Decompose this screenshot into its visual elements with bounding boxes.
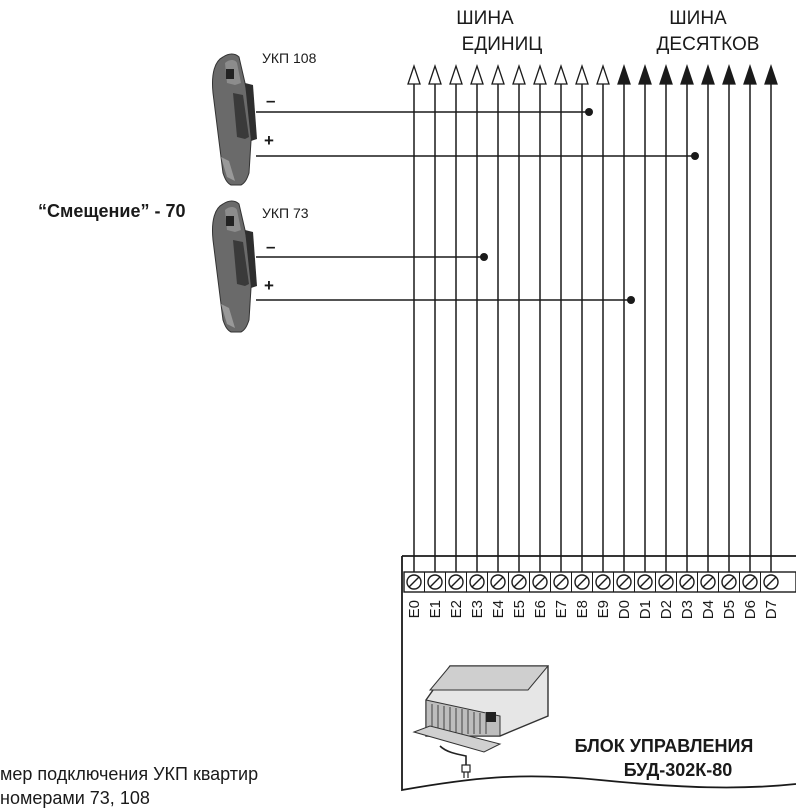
control-unit-title-line2: БУД-302К-80 xyxy=(624,760,733,780)
junction-e3 xyxy=(480,253,488,261)
terminal-label-e4: E4 xyxy=(490,600,507,618)
handset-108-plus-sign: + xyxy=(264,131,274,150)
bus-arrow-d2 xyxy=(659,63,673,85)
terminal-label-d3: D3 xyxy=(679,600,696,619)
terminal-label-d7: D7 xyxy=(763,600,780,619)
terminal-label-d1: D1 xyxy=(637,600,654,619)
terminal-slot-e9 xyxy=(597,576,609,588)
terminal-label-d4: D4 xyxy=(700,600,717,619)
terminal-label-e3: E3 xyxy=(469,600,486,618)
bus-arrow-d7 xyxy=(764,63,778,85)
bus-arrow-d0 xyxy=(617,63,631,85)
junction-e8 xyxy=(585,108,593,116)
terminal-label-d6: D6 xyxy=(742,600,759,619)
handset-73-label: УКП 73 xyxy=(262,205,309,221)
bus-arrow-e0 xyxy=(407,63,421,85)
handset-73-minus-sign: – xyxy=(266,237,275,256)
control-unit-outline xyxy=(401,555,796,792)
terminal-slot-e3 xyxy=(471,576,483,588)
terminal-slot-d5 xyxy=(723,576,735,588)
terminal-slot-d3 xyxy=(681,576,693,588)
bus-arrow-e5 xyxy=(512,63,526,85)
caption-line1: мер подключения УКП квартир xyxy=(0,764,258,784)
bus-arrow-e9 xyxy=(596,63,610,85)
terminal-label-e9: E9 xyxy=(595,600,612,618)
bus-arrow-e2 xyxy=(449,63,463,85)
terminal-label-e2: E2 xyxy=(448,600,465,618)
terminal-label-e1: E1 xyxy=(427,600,444,618)
control-unit-title-line1: БЛОК УПРАВЛЕНИЯ xyxy=(575,736,754,756)
terminal-slot-e5 xyxy=(513,576,525,588)
bus-arrow-d5 xyxy=(722,63,736,85)
bus-units-title-line1: ШИНА xyxy=(456,8,514,29)
power-supply-icon xyxy=(412,665,550,778)
terminal-slot-e7 xyxy=(555,576,567,588)
bus-arrow-d3 xyxy=(680,63,694,85)
terminal-slot-d6 xyxy=(744,576,756,588)
offset-label: “Смещение” - 70 xyxy=(38,201,186,221)
bus-arrows xyxy=(407,63,778,85)
terminal-slot-e8 xyxy=(576,576,588,588)
bus-arrow-d6 xyxy=(743,63,757,85)
junction-d3 xyxy=(691,152,699,160)
terminal-slot-d0 xyxy=(618,576,630,588)
handset-108: УКП 108 – + xyxy=(211,50,699,186)
terminal-label-d2: D2 xyxy=(658,600,675,619)
terminal-slot-d2 xyxy=(660,576,672,588)
bus-arrow-e8 xyxy=(575,63,589,85)
bus-lines xyxy=(413,80,772,582)
bus-arrow-d4 xyxy=(701,63,715,85)
terminal-slot-e4 xyxy=(492,576,504,588)
bus-arrow-e4 xyxy=(491,63,505,85)
terminal-slot-e0 xyxy=(408,576,420,588)
bus-arrow-e3 xyxy=(470,63,484,85)
terminal-label-e6: E6 xyxy=(532,600,549,618)
terminal-slot-d7 xyxy=(765,576,777,588)
terminal-label-e5: E5 xyxy=(511,600,528,618)
bus-arrow-d1 xyxy=(638,63,652,85)
terminal-label-e8: E8 xyxy=(574,600,591,618)
bus-arrow-e7 xyxy=(554,63,568,85)
terminal-label-d5: D5 xyxy=(721,600,738,619)
terminal-slot-d4 xyxy=(702,576,714,588)
handset-73-plus-sign: + xyxy=(264,276,274,295)
terminal-slot-e6 xyxy=(534,576,546,588)
terminal-label-e0: E0 xyxy=(406,600,423,618)
handset-108-minus-sign: – xyxy=(266,91,275,110)
bus-tens-title-line1: ШИНА xyxy=(669,8,727,29)
terminal-slot-d1 xyxy=(639,576,651,588)
bus-arrow-e1 xyxy=(428,63,442,85)
terminal-label-e7: E7 xyxy=(553,600,570,618)
terminal-screws xyxy=(406,572,779,592)
handset-73: УКП 73 – + xyxy=(211,200,635,333)
bus-arrow-e6 xyxy=(533,63,547,85)
terminal-label-d0: D0 xyxy=(616,600,633,619)
junction-d0 xyxy=(627,296,635,304)
terminal-slot-e2 xyxy=(450,576,462,588)
bus-tens-title-line2: ДЕСЯТКОВ xyxy=(657,34,760,55)
handset-108-label: УКП 108 xyxy=(262,50,317,66)
caption-line2: номерами 73, 108 xyxy=(0,788,150,808)
terminal-slot-e1 xyxy=(429,576,441,588)
bus-units-title-line2: ЕДИНИЦ xyxy=(462,34,543,55)
